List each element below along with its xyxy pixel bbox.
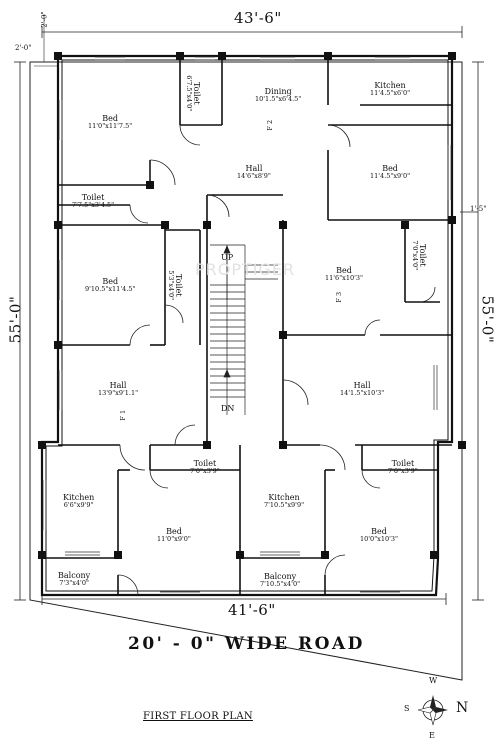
room-name: Kitchen	[63, 493, 95, 502]
compass-n: N	[456, 700, 469, 716]
room-dim: 7'0"x3'9"	[388, 467, 418, 475]
room-balcony-left: Balcony 7'3"x4'0"	[58, 572, 90, 587]
room-dim: 11'4.5"x6'0"	[370, 89, 411, 97]
room-name: Kitchen	[268, 493, 300, 502]
room-dim: 14'6"x8'9"	[237, 172, 271, 180]
room-kitchen-top-right: Kitchen 11'4.5"x6'0"	[370, 82, 410, 97]
room-name: Toilet	[192, 81, 202, 105]
room-hall-top: Hall 14'6"x8'9"	[237, 165, 271, 180]
room-toilet-bottom-right: Toilet 7'0"x3'9"	[388, 460, 418, 475]
right-offset-label: 1'-5"	[470, 205, 487, 213]
left-dimension-label: 55'-0"	[6, 295, 25, 344]
room-dim: 9'10.5"x11'4.5"	[85, 285, 136, 293]
room-toilet-bottom-left: Toilet 7'0"x3'9"	[190, 460, 220, 475]
room-kitchen-bottom-mid: Kitchen 7'10.5"x9'9"	[264, 494, 304, 509]
room-name: Bed	[166, 527, 182, 536]
room-dim: 11'4.5"x9'0"	[370, 172, 411, 180]
room-dim: 13'9"x9'1.1"	[98, 389, 139, 397]
room-name: Kitchen	[374, 81, 406, 90]
room-dim: 10'0"x10'3"	[360, 535, 399, 543]
top-dimension-line	[41, 26, 463, 38]
room-toilet-top: Toilet 6'7.5"x4'0"	[185, 75, 202, 112]
flat-label-f3: F 3	[335, 291, 344, 303]
plan-title: FIRST FLOOR PLAN	[143, 711, 253, 722]
room-dim: 6'7.5"x4'0"	[185, 75, 194, 112]
room-name: Toilet	[81, 193, 105, 202]
stair-up-label: UP	[221, 253, 234, 262]
right-dimension-line	[460, 61, 484, 601]
room-hall-right: Hall 14'1.5"x10'3"	[340, 382, 384, 397]
room-name: Toilet	[193, 459, 217, 468]
room-dim: 7'7.5"x3'4.5"	[72, 201, 115, 209]
watermark-text: PROPTIGER	[195, 260, 296, 279]
compass-e: E	[429, 731, 435, 740]
room-bed-mid-left: Bed 9'10.5"x11'4.5"	[85, 278, 135, 293]
compass-s: S	[404, 704, 410, 713]
bottom-dimension-label: 41'-6"	[228, 601, 276, 619]
room-kitchen-bottom-left: Kitchen 6'6"x9'9"	[63, 494, 94, 509]
road-label: 20' - 0" WIDE ROAD	[128, 634, 365, 654]
room-bed-mid-right: Bed 11'6"x10'3"	[325, 267, 363, 282]
room-toilet-mid: Toilet 5'3"x4'0"	[167, 270, 184, 301]
staircase	[210, 244, 278, 415]
room-name: Bed	[382, 164, 398, 173]
room-bed-bottom-right: Bed 10'0"x10'3"	[360, 528, 398, 543]
top-dimension-label: 43'-6"	[234, 9, 282, 27]
left-top-offset-label: 2'-0"	[40, 11, 49, 28]
room-toilet-mid-right: Toilet 7'0"x4'0"	[411, 240, 428, 271]
outer-wall-inner-line	[45, 59, 449, 592]
room-dim: 10'1.5"x6'4.5"	[255, 95, 302, 103]
room-dining: Dining 10'1.5"x6'4.5"	[255, 88, 301, 103]
outer-walls	[40, 54, 454, 597]
room-name: Toilet	[174, 273, 184, 297]
room-balcony-right: Balcony 7'10.5"x4'0"	[260, 573, 300, 588]
room-dim: 7'10.5"x4'0"	[260, 580, 301, 588]
room-dim: 7'10.5"x9'9"	[264, 501, 305, 509]
room-dim: 11'6"x10'3"	[325, 274, 364, 282]
doors	[117, 124, 436, 596]
flat-label-f2: F 2	[266, 119, 275, 131]
room-name: Bed	[371, 527, 387, 536]
room-dim: 11'0"x9'0"	[157, 535, 191, 543]
left-dimension-line	[14, 61, 26, 601]
compass-rose	[417, 695, 448, 726]
interior-walls	[42, 56, 452, 595]
room-dim: 14'1.5"x10'3"	[340, 389, 385, 397]
offset-marks	[34, 14, 58, 67]
room-name: Bed	[102, 114, 118, 123]
room-name: Hall	[353, 381, 371, 390]
room-name: Balcony	[263, 572, 297, 581]
room-toilet-mid-left: Toilet 7'7.5"x3'4.5"	[72, 194, 114, 209]
room-dim: 11'0"x11'7.5"	[88, 122, 133, 130]
stair-down-label: DN	[221, 404, 235, 413]
room-dim: 7'0"x3'9"	[190, 467, 220, 475]
top-left-offset-label: 2'-0"	[15, 44, 32, 52]
room-name: Hall	[109, 381, 127, 390]
right-dimension-label: 55'-0"	[478, 295, 497, 344]
room-dim: 6'6"x9'9"	[63, 501, 94, 509]
compass-w: W	[429, 676, 438, 685]
room-bed-top-right: Bed 11'4.5"x9'0"	[370, 165, 410, 180]
plot-boundary	[29, 61, 463, 681]
columns	[38, 52, 466, 559]
room-dim: 7'3"x4'0"	[59, 579, 89, 587]
room-name: Hall	[245, 164, 263, 173]
room-dim: 5'3"x4'0"	[167, 270, 176, 301]
windows	[42, 56, 452, 596]
room-bed-bottom-left: Bed 11'0"x9'0"	[157, 528, 191, 543]
flat-label-f1: F 1	[119, 409, 128, 421]
room-hall-left: Hall 13'9"x9'1.1"	[98, 382, 138, 397]
room-name: Dining	[264, 87, 292, 96]
room-name: Toilet	[418, 243, 428, 267]
room-name: Balcony	[58, 571, 91, 580]
room-name: Bed	[102, 277, 119, 286]
room-bed-top-left: Bed 11'0"x11'7.5"	[88, 115, 132, 130]
room-name: Toilet	[391, 459, 415, 468]
room-dim: 7'0"x4'0"	[411, 240, 420, 271]
room-name: Bed	[336, 266, 352, 275]
